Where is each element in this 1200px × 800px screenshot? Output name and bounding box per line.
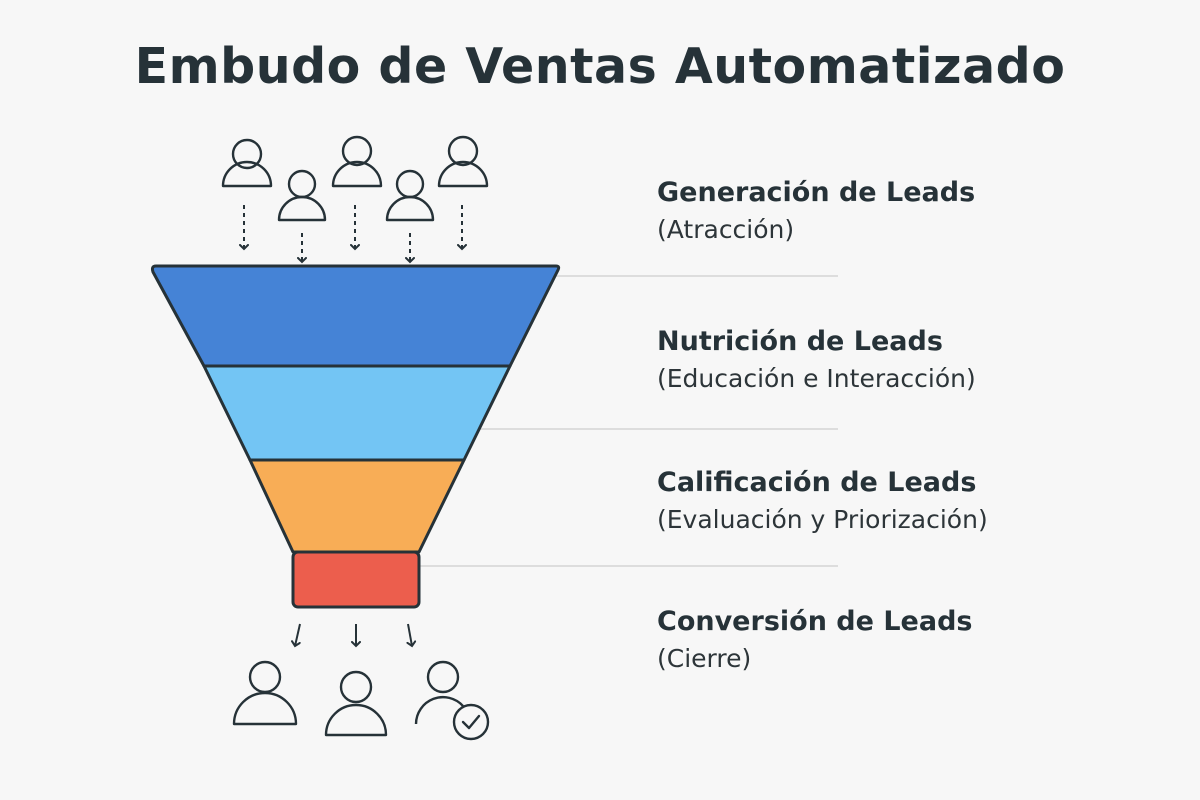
person-icon [385, 169, 435, 222]
stage-label-4: Conversión de Leads (Cierre) [657, 605, 972, 679]
arrow-down-right-icon [406, 623, 417, 648]
converted-leads [232, 660, 490, 741]
stage-subtitle: (Evaluación y Priorización) [657, 505, 988, 534]
stage-title: Nutrición de Leads [657, 326, 943, 357]
stage-label-3: Calificación de Leads (Evaluación y Prio… [657, 466, 988, 540]
funnel-stage-2 [202, 364, 512, 462]
arrow-down-left-icon [290, 623, 301, 648]
incoming-arrows [239, 205, 467, 264]
person-icon [324, 670, 388, 737]
stage-title: Conversión de Leads [657, 606, 973, 637]
stage-subtitle: (Cierre) [657, 644, 752, 673]
funnel-stage-3 [248, 458, 466, 554]
funnel [150, 264, 561, 609]
funnel-stage-4 [291, 550, 421, 609]
outgoing-arrows [290, 623, 417, 648]
person-icon [277, 169, 327, 222]
stage-title: Generación de Leads [657, 177, 976, 208]
person-icon [331, 135, 383, 188]
page-title: Embudo de Ventas Automatizado [134, 38, 1066, 95]
incoming-leads [221, 135, 489, 222]
stage-label-1: Generación de Leads (Atracción) [657, 176, 975, 250]
stage-subtitle: (Atracción) [657, 215, 795, 244]
funnel-stage-1 [150, 264, 561, 368]
stage-subtitle: (Educación e Interacción) [657, 364, 976, 393]
connector-lines [420, 275, 838, 567]
stage-title: Calificación de Leads [657, 467, 977, 498]
person-icon [221, 138, 273, 188]
person-icon [437, 135, 489, 188]
person-check-icon [414, 660, 490, 741]
person-icon [232, 660, 298, 726]
stage-label-2: Nutrición de Leads (Educación e Interacc… [657, 325, 976, 399]
